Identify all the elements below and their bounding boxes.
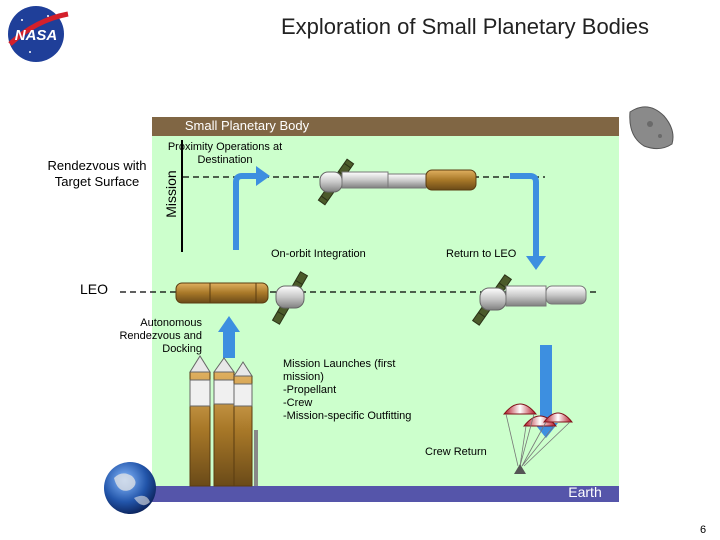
spacecraft-stack-top-icon (317, 158, 477, 206)
nasa-logo: NASA (8, 6, 69, 62)
autonomous-arrow-shaft (223, 330, 235, 358)
parachutes-icon (502, 403, 574, 474)
on-orbit-integration-label: On-orbit Integration (271, 248, 366, 260)
mission-divider (181, 140, 183, 252)
asteroid-icon (629, 106, 674, 150)
integration-arrowhead (256, 166, 270, 186)
page-title: Exploration of Small Planetary Bodies (280, 14, 650, 39)
rendezvous-label: Rendezvous with Target Surface (47, 158, 147, 189)
return-arrow-icon (510, 173, 539, 258)
rocket-icon (189, 355, 211, 487)
launches-line: -Mission-specific Outfitting (283, 410, 412, 422)
autonomous-rendezvous-label: Autonomous Rendezvous and Docking (119, 317, 202, 355)
earth-label: Earth (568, 484, 602, 500)
page-number: 6 (700, 524, 707, 536)
rocket-icon (233, 361, 253, 487)
return-earth-arrow-shaft (540, 345, 552, 425)
rocket-icon (213, 357, 235, 487)
launch-tower (254, 430, 258, 486)
spacecraft-stack-leo-icon (471, 274, 587, 326)
earth-bar (152, 486, 619, 502)
small-planetary-body-label: Small Planetary Body (184, 118, 310, 133)
mission-launches-label: Mission Launches (first mission) -Propel… (283, 358, 413, 423)
proximity-operations-label: Proximity Operations at Destination (167, 141, 283, 166)
launch-vehicles-icon (189, 355, 258, 487)
propulsion-stage-icon (175, 282, 269, 304)
return-arrowhead (526, 256, 546, 270)
return-earth-arrowhead (534, 423, 558, 438)
leo-label: LEO (80, 281, 109, 297)
small-planetary-body-bar (152, 117, 619, 136)
return-to-leo-label: Return to LEO (446, 248, 517, 260)
autonomous-arrowhead (218, 316, 240, 332)
launches-line: -Crew (283, 397, 313, 409)
launches-line: -Propellant (283, 384, 337, 396)
earth-icon (104, 462, 156, 514)
crew-return-label: Crew Return (425, 446, 487, 458)
capsule-icon (514, 464, 526, 474)
launches-line: Mission Launches (first mission) (283, 358, 396, 383)
crew-vehicle-left-icon (271, 271, 309, 325)
nasa-logo-text: NASA (15, 27, 58, 44)
integration-arrow-icon (233, 173, 258, 250)
